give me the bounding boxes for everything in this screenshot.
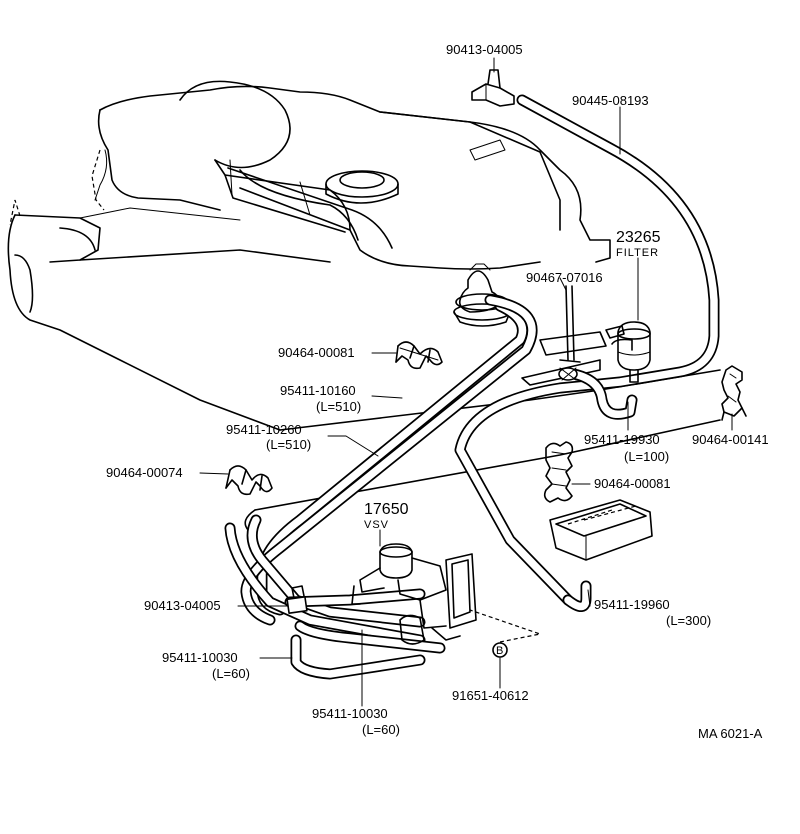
label-95411-10160-length: (L=510)	[316, 399, 361, 414]
hose-95411-10030-lower-loop	[224, 514, 426, 646]
vsv-17650-icon	[351, 543, 477, 645]
clamp-90464-00141-icon	[721, 365, 747, 421]
leader-lines	[199, 57, 733, 707]
clamp-90464-00081-upper-icon	[395, 341, 443, 370]
label-95411-10030-bottom-length: (L=60)	[362, 722, 400, 737]
label-95411-10260-length: (L=510)	[266, 437, 311, 452]
label-17650: 17650	[364, 501, 409, 518]
clamp-90464-00074-icon	[225, 465, 273, 496]
bolt-91651-40612-icon: B	[469, 609, 543, 658]
label-95411-10030-left: 95411-10030	[162, 650, 238, 665]
label-95411-10030-bottom: 95411-10030	[312, 706, 388, 721]
t-fitting-top-icon	[471, 69, 515, 107]
label-95411-10160: 95411-10160	[280, 383, 356, 398]
label-90413-04005-lower: 90413-04005	[144, 598, 221, 613]
label-95411-19960: 95411-19960	[594, 597, 670, 612]
label-90464-00081-lower: 90464-00081	[594, 476, 671, 491]
hose-95411-10030-mid	[294, 620, 446, 654]
label-95411-19930: 95411-19930	[584, 432, 660, 447]
canister-box-icon	[549, 499, 653, 561]
label-90445-08193: 90445-08193	[572, 93, 649, 108]
part-labels: 90413-04005 90445-08193 23265 FILTER 904…	[106, 42, 769, 741]
hose-90445-08193	[454, 94, 720, 606]
label-95411-19960-length: (L=300)	[666, 613, 711, 628]
label-90464-00081-upper: 90464-00081	[278, 345, 355, 360]
clamp-90464-00081-lower-icon	[543, 441, 574, 503]
label-95411-10260: 95411-10260	[226, 422, 302, 437]
label-90464-00141: 90464-00141	[692, 432, 769, 447]
label-95411-10030-left-length: (L=60)	[212, 666, 250, 681]
label-vsv: VSV	[364, 519, 389, 531]
hose-95411-19930	[568, 368, 638, 420]
bellows-port	[453, 263, 511, 327]
figure-code: MA 6021-A	[698, 726, 763, 741]
label-90464-00074: 90464-00074	[106, 465, 183, 480]
hose-to-vsv-upper	[284, 588, 426, 608]
hose-95411-19960	[562, 580, 592, 612]
label-23265: 23265	[616, 229, 661, 246]
hose-95411-10030-left	[290, 634, 426, 680]
label-91651-40612: 91651-40612	[452, 688, 529, 703]
label-90467-07016: 90467-07016	[526, 270, 603, 285]
clip-90467-07016-icon	[558, 285, 581, 381]
label-95411-19930-length: (L=100)	[624, 449, 669, 464]
bolt-symbol: B	[496, 645, 504, 657]
filter-23265-icon	[605, 321, 651, 383]
label-90413-04005-top: 90413-04005	[446, 42, 523, 57]
label-filter: FILTER	[616, 247, 659, 259]
